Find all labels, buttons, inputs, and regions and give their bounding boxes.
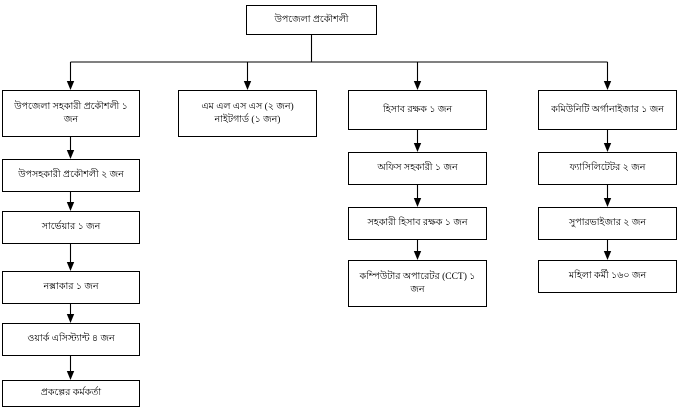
node-col1-assistant-engineer-label: উপজেলা সহকারী প্রকৌশলী ১ জন — [14, 101, 128, 125]
node-col2-mlss-nightguard[interactable]: এম এল এস এস (২ জন) নাইটগার্ড (১ জন) — [178, 90, 317, 137]
node-col3-accountant[interactable]: হিসাব রক্ষক ১ জন — [348, 90, 487, 130]
arrowhead-c1r4 — [66, 202, 75, 211]
arrowhead-c3r4 — [413, 198, 422, 207]
node-col3-assistant-accountant-label: সহকারী হিসাব রক্ষক ১ জন — [367, 218, 468, 229]
node-col4-community-organizer[interactable]: কমিউনিটি অর্গানাইজার ১ জন — [538, 90, 677, 130]
node-col4-supervisor[interactable]: সুপারভাইজার ২ জন — [538, 207, 677, 240]
node-col2-line1: এম এল এস এস (২ জন) — [201, 101, 294, 112]
arrowhead-c1r3 — [66, 150, 75, 159]
node-col1-sub-assistant-engineer[interactable]: উপসহকারী প্রকৌশলী ২ জন — [2, 159, 140, 192]
node-root[interactable]: উপজেলা প্রকৌশলী — [246, 5, 377, 35]
node-col1-project-officer-label: প্রকল্পের কর্মকর্তা — [40, 388, 102, 399]
node-col3-computer-operator-label: কম্পিউটার অপারেটর (CCT) ১ জন — [353, 271, 482, 297]
arrowhead-c4r4 — [603, 198, 612, 207]
node-col1-project-officer[interactable]: প্রকল্পের কর্মকর্তা — [2, 380, 140, 407]
node-col4-community-organizer-label: কমিউনিটি অর্গানাইজার ১ জন — [551, 104, 664, 115]
node-col3-office-assistant-label: অফিস সহকারী ১ জন — [377, 163, 458, 174]
node-col1-work-assistant-label: ওয়ার্ক এসিস্ট্যান্ট ৪ জন — [27, 334, 115, 345]
node-col3-computer-operator-line2: জন — [410, 284, 425, 295]
node-col2-mlss-nightguard-label: এম এল এস এস (২ জন) নাইটগার্ড (১ জন) — [183, 101, 312, 127]
node-col1-work-assistant[interactable]: ওয়ার্ক এসিস্ট্যান্ট ৪ জন — [2, 323, 140, 356]
node-col4-supervisor-label: সুপারভাইজার ২ জন — [568, 218, 647, 229]
arrowhead-c1r7 — [66, 371, 75, 380]
node-col1-surveyor[interactable]: সার্ভেয়ার ১ জন — [2, 211, 140, 244]
arrowhead-c1r5 — [66, 262, 75, 271]
arrowhead-col2 — [243, 81, 252, 90]
arrowhead-col4 — [603, 81, 612, 90]
node-col1-surveyor-label: সার্ভেয়ার ১ জন — [41, 222, 101, 233]
node-col3-computer-operator[interactable]: কম্পিউটার অপারেটর (CCT) ১ জন — [348, 260, 487, 307]
node-col1-assistant-engineer[interactable]: উপজেলা সহকারী প্রকৌশলী ১ জন — [2, 90, 140, 137]
arrowhead-c4r3 — [603, 143, 612, 152]
node-col1-sub-assistant-engineer-label: উপসহকারী প্রকৌশলী ২ জন — [18, 170, 124, 181]
node-col1-draftsman[interactable]: নক্সাকার ১ জন — [2, 271, 140, 304]
arrowhead-c3r5 — [413, 251, 422, 260]
node-col3-computer-operator-line1: কম্পিউটার অপারেটর (CCT) ১ — [359, 271, 476, 282]
node-col1-draftsman-label: নক্সাকার ১ জন — [43, 282, 99, 293]
arrowhead-col3 — [413, 81, 422, 90]
node-col2-line2: নাইটগার্ড (১ জন) — [214, 114, 281, 125]
node-col4-facilitator[interactable]: ফ্যাসিলিটেটর ২ জন — [538, 152, 677, 185]
arrowhead-c3r3 — [413, 143, 422, 152]
arrowhead-c4r5 — [603, 251, 612, 260]
node-col3-office-assistant[interactable]: অফিস সহকারী ১ জন — [348, 152, 487, 185]
node-col4-female-worker-label: মহিলা কর্মী ১৬০ জন — [568, 271, 647, 282]
node-col4-facilitator-label: ফ্যাসিলিটেটর ২ জন — [569, 163, 646, 174]
node-root-label: উপজেলা প্রকৌশলী — [274, 14, 349, 25]
node-col3-accountant-label: হিসাব রক্ষক ১ জন — [382, 104, 453, 115]
arrowhead-col1 — [66, 81, 75, 90]
node-col4-female-worker[interactable]: মহিলা কর্মী ১৬০ জন — [538, 260, 677, 293]
arrowhead-c1r6 — [66, 314, 75, 323]
node-col3-assistant-accountant[interactable]: সহকারী হিসাব রক্ষক ১ জন — [348, 207, 487, 240]
